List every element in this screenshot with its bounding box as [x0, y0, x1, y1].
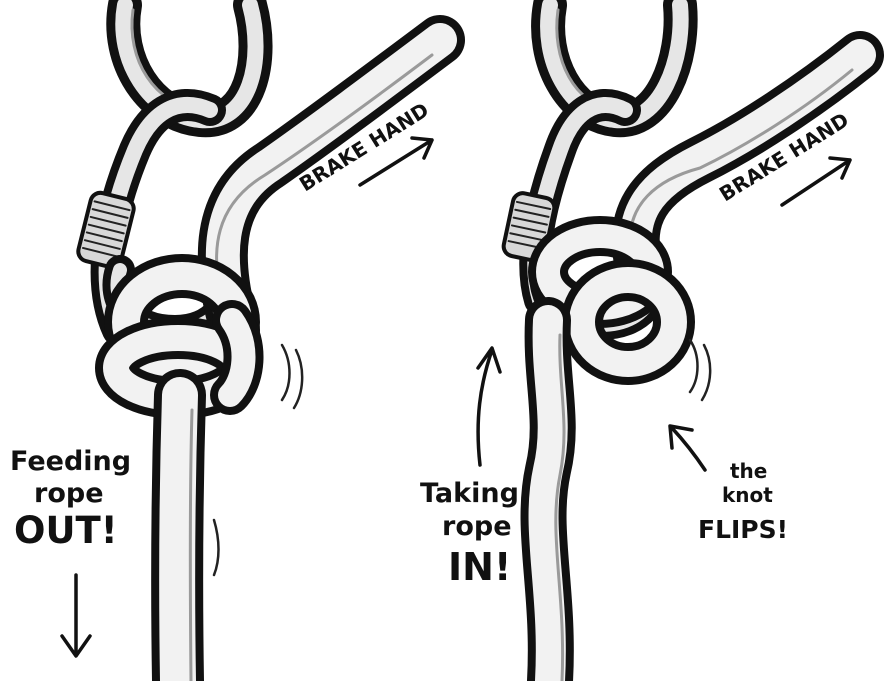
right-note-line1: the: [730, 459, 767, 483]
right-panel: BRAKE HAND Taking rope IN! the knot FLIP…: [420, 5, 860, 681]
right-note-line3: FLIPS!: [698, 515, 788, 544]
right-note-line2: knot: [722, 483, 773, 507]
right-motion-lines: [690, 340, 710, 400]
left-caption-line2: rope: [34, 478, 104, 509]
left-panel: BRAKE HAND Feeding rope OUT!: [10, 5, 440, 681]
right-caption-line1: Taking: [420, 478, 519, 509]
right-caption-line2: rope: [442, 511, 512, 542]
right-up-arrow: [478, 348, 500, 465]
right-caption-line3: IN!: [448, 545, 511, 589]
left-load-strand: [177, 395, 192, 681]
right-caption: Taking rope IN!: [420, 348, 519, 589]
left-down-arrow: [62, 575, 90, 656]
left-caption: Feeding rope OUT!: [10, 446, 131, 656]
right-note-arrow: [670, 426, 705, 470]
left-caption-line3: OUT!: [14, 509, 118, 552]
right-load-strand: [544, 320, 565, 681]
right-note: the knot FLIPS!: [670, 426, 788, 544]
left-caption-line1: Feeding: [10, 446, 131, 477]
